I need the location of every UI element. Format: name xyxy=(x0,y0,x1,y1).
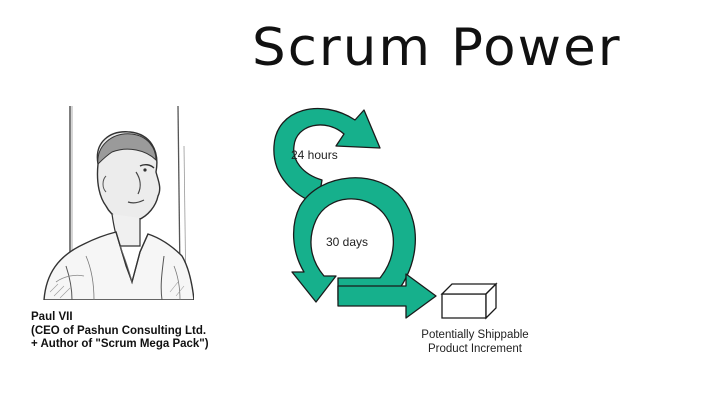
product-increment-line1: Potentially Shippable xyxy=(421,329,529,341)
sprint-cycle-label: 30 days xyxy=(326,235,369,249)
product-increment-line2: Product Increment xyxy=(428,343,522,355)
product-increment-box-icon xyxy=(440,282,498,320)
page-title: Scrum Power xyxy=(252,18,622,78)
product-increment-label: Potentially Shippable Product Increment xyxy=(400,328,550,356)
author-role: (CEO of Pashun Consulting Ltd. xyxy=(31,324,207,337)
daily-cycle-label: 24 hours xyxy=(291,148,338,162)
output-arrow xyxy=(337,273,437,319)
sprint-cycle-arrow xyxy=(291,177,416,303)
author-caption: Paul VII (CEO of Pashun Consulting Ltd. … xyxy=(31,311,209,352)
scrum-cycle-diagram xyxy=(273,107,498,320)
author-name: Paul VII xyxy=(31,311,73,323)
author-portrait xyxy=(36,106,194,300)
author-credit: + Author of "Scrum Mega Pack") xyxy=(31,338,209,350)
